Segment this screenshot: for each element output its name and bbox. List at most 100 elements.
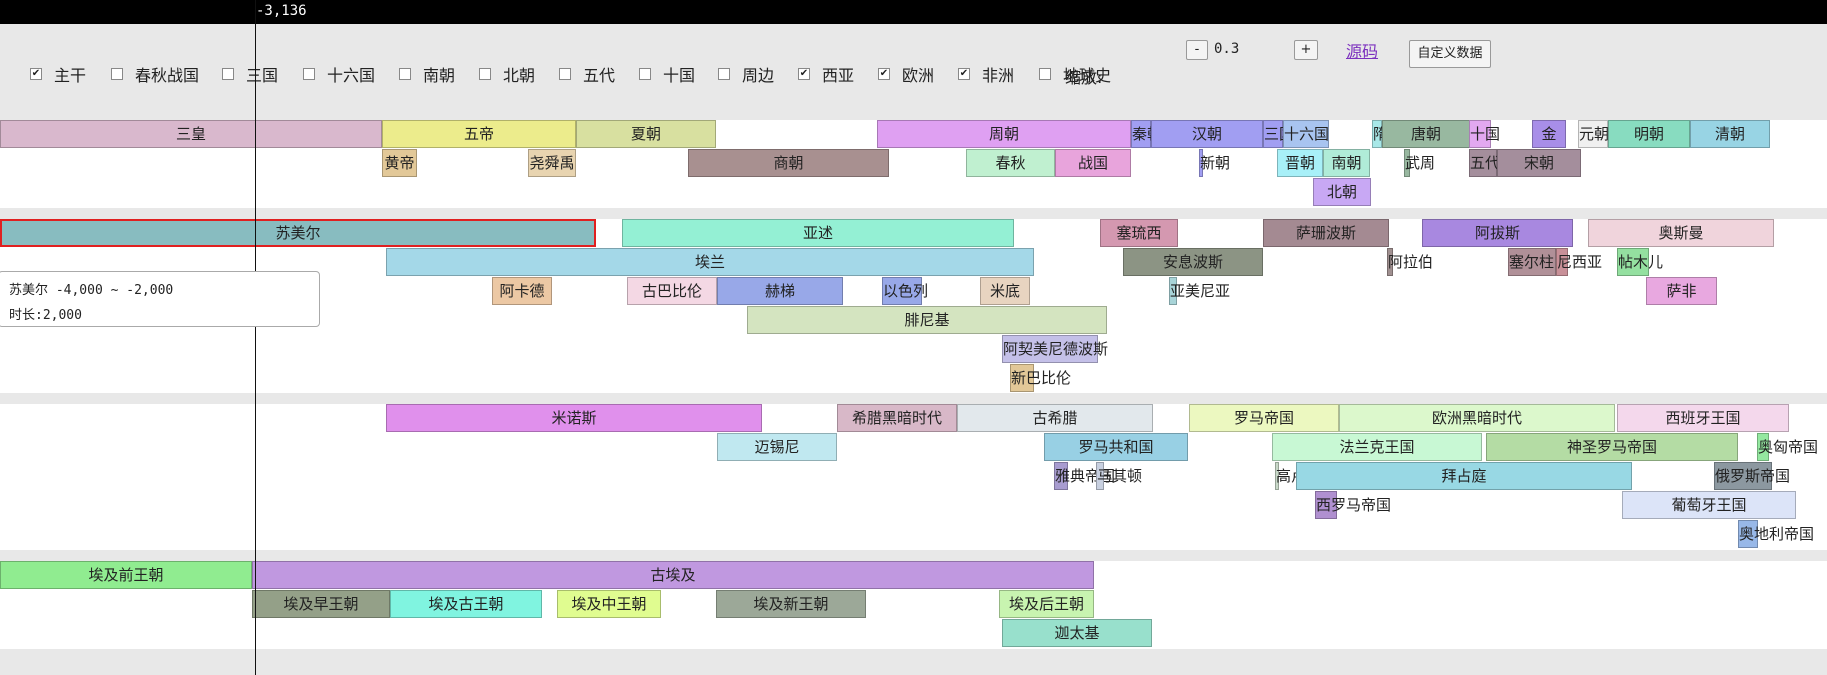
timeline-bar[interactable]: 希腊黑暗时代: [837, 404, 957, 432]
timeline-bar[interactable]: 明朝: [1608, 120, 1690, 148]
checkbox-box[interactable]: ✔: [958, 68, 970, 80]
timeline-bar[interactable]: 米诺斯: [386, 404, 762, 432]
checkbox-spring-autumn[interactable]: 春秋战国: [111, 62, 199, 86]
zoom-in-button[interactable]: +: [1294, 40, 1318, 60]
timeline-bar[interactable]: 五代: [1469, 149, 1500, 177]
checkbox-sixteen-kingdoms[interactable]: 十六国: [303, 62, 375, 86]
timeline-bar[interactable]: 五帝: [382, 120, 576, 148]
timeline-bar[interactable]: 十六国: [1283, 120, 1329, 148]
checkbox-northern-dynasties[interactable]: 北朝: [479, 62, 535, 86]
checkbox-southern-dynasties[interactable]: 南朝: [399, 62, 455, 86]
timeline-bar[interactable]: 罗马共和国: [1044, 433, 1188, 461]
timeline-bar[interactable]: 埃及后王朝: [999, 590, 1094, 618]
timeline-bar[interactable]: 以色列: [882, 277, 928, 305]
source-code-link[interactable]: 源码: [1346, 42, 1379, 61]
timeline-bar[interactable]: 腓尼基: [747, 306, 1107, 334]
timeline-bar[interactable]: 宋朝: [1497, 149, 1581, 177]
custom-data-button[interactable]: 自定义数据: [1409, 40, 1491, 68]
timeline-bar[interactable]: 金: [1532, 120, 1566, 148]
checkbox-box[interactable]: [639, 68, 651, 80]
timeline-bar[interactable]: 尼西亚: [1556, 248, 1602, 276]
checkbox-europe[interactable]: ✔欧洲: [878, 66, 935, 85]
checkbox-earth-history[interactable]: 地球史: [1039, 62, 1111, 86]
checkbox-box[interactable]: [303, 68, 315, 80]
checkbox-mainline[interactable]: ✔主干: [30, 66, 87, 85]
timeline-bar[interactable]: 春秋: [966, 149, 1055, 177]
timeline-bar[interactable]: 三国: [1263, 120, 1294, 148]
checkbox-box[interactable]: [718, 68, 730, 80]
timeline-bar[interactable]: 清朝: [1690, 120, 1770, 148]
timeline-bar[interactable]: 欧洲黑暗时代: [1339, 404, 1615, 432]
timeline-bar[interactable]: 元朝: [1578, 120, 1609, 148]
checkbox-periphery[interactable]: 周边: [718, 62, 774, 86]
timeline-bar[interactable]: 埃及新王朝: [716, 590, 866, 618]
timeline-bar[interactable]: 秦朝: [1131, 120, 1162, 148]
timeline-bar[interactable]: 阿拉伯: [1387, 248, 1433, 276]
timeline-bar[interactable]: 唐朝: [1382, 120, 1470, 148]
timeline-bar[interactable]: 葡萄牙王国: [1622, 491, 1796, 519]
checkbox-box[interactable]: ✔: [30, 68, 42, 80]
timeline-bar[interactable]: 黄帝: [382, 149, 417, 177]
timeline-bar[interactable]: 阿卡德: [492, 277, 552, 305]
timeline-bar[interactable]: 晋朝: [1277, 149, 1323, 177]
timeline-bar[interactable]: 赫梯: [717, 277, 843, 305]
checkbox-box[interactable]: [111, 68, 123, 80]
timeline-bar[interactable]: 埃及中王朝: [557, 590, 661, 618]
timeline-bar[interactable]: 阿契美尼德波斯: [1002, 335, 1108, 363]
timeline-bar[interactable]: 十国: [1469, 120, 1500, 148]
timeline-bar[interactable]: 萨珊波斯: [1263, 219, 1389, 247]
checkbox-box[interactable]: ✔: [878, 68, 890, 80]
timeline-bar[interactable]: 萨非: [1646, 277, 1717, 305]
timeline-bar[interactable]: 奥斯曼: [1588, 219, 1774, 247]
timeline-bar[interactable]: 夏朝: [576, 120, 716, 148]
timeline-bar[interactable]: 罗马帝国: [1189, 404, 1339, 432]
timeline-bar[interactable]: 西班牙王国: [1617, 404, 1789, 432]
timeline-bar[interactable]: 奥匈帝国: [1757, 433, 1818, 461]
timeline-bar[interactable]: 迦太基: [1002, 619, 1152, 647]
timeline-bar[interactable]: 马其顿: [1096, 462, 1142, 490]
timeline-bar[interactable]: 汉朝: [1151, 120, 1263, 148]
checkbox-five-dynasties[interactable]: 五代: [559, 62, 615, 86]
timeline-bar[interactable]: 高卢: [1275, 462, 1306, 490]
timeline-bar[interactable]: 北朝: [1313, 178, 1371, 206]
timeline-bar[interactable]: 三皇: [0, 120, 382, 148]
checkbox-box[interactable]: [559, 68, 571, 80]
timeline-bar[interactable]: 新朝: [1199, 149, 1230, 177]
timeline-bar[interactable]: 新巴比伦: [1010, 364, 1071, 392]
timeline-bar[interactable]: 武周: [1404, 149, 1435, 177]
checkbox-box[interactable]: [1039, 68, 1051, 80]
timeline-bar[interactable]: 拜占庭: [1296, 462, 1632, 490]
timeline-bar[interactable]: 阿拔斯: [1422, 219, 1573, 247]
timeline-bar[interactable]: 奥地利帝国: [1738, 520, 1814, 548]
zoom-out-button[interactable]: -: [1186, 40, 1208, 60]
timeline-bar[interactable]: 亚美尼亚: [1169, 277, 1230, 305]
timeline-bar[interactable]: 安息波斯: [1123, 248, 1263, 276]
timeline-bar[interactable]: 古希腊: [957, 404, 1153, 432]
timeline-bar[interactable]: 俄罗斯帝国: [1714, 462, 1790, 490]
timeline-bar[interactable]: 帖木儿: [1617, 248, 1663, 276]
timeline-bar[interactable]: 西罗马帝国: [1315, 491, 1391, 519]
checkbox-box[interactable]: [399, 68, 411, 80]
checkbox-box[interactable]: ✔: [798, 68, 810, 80]
timeline-bar[interactable]: 南朝: [1323, 149, 1370, 177]
timeline-bar[interactable]: 米底: [980, 277, 1030, 305]
checkbox-box[interactable]: [479, 68, 491, 80]
timeline-bar[interactable]: 埃兰: [386, 248, 1034, 276]
checkbox-west-asia[interactable]: ✔西亚: [798, 66, 855, 85]
checkbox-africa[interactable]: ✔非洲: [958, 66, 1015, 85]
timeline-bar[interactable]: 古巴比伦: [627, 277, 717, 305]
timeline-bar[interactable]: 亚述: [622, 219, 1014, 247]
timeline-bar[interactable]: 雅典帝国: [1054, 462, 1115, 490]
timeline-bar[interactable]: 法兰克王国: [1272, 433, 1482, 461]
checkbox-three-kingdoms[interactable]: 三国: [222, 62, 278, 86]
timeline-bar[interactable]: 周朝: [877, 120, 1131, 148]
timeline-bar[interactable]: 苏美尔: [0, 219, 596, 247]
timeline-bar[interactable]: 塞尔柱: [1508, 248, 1556, 276]
timeline-bar[interactable]: 塞琉西: [1100, 219, 1178, 247]
timeline-bar[interactable]: 隋朝: [1372, 120, 1403, 148]
timeline-bar[interactable]: 商朝: [688, 149, 889, 177]
timeline-bar[interactable]: 埃及古王朝: [390, 590, 542, 618]
timeline-bar[interactable]: 尧舜禹: [528, 149, 576, 177]
timeline-bar[interactable]: 迈锡尼: [717, 433, 837, 461]
timeline-bar[interactable]: 埃及早王朝: [252, 590, 390, 618]
